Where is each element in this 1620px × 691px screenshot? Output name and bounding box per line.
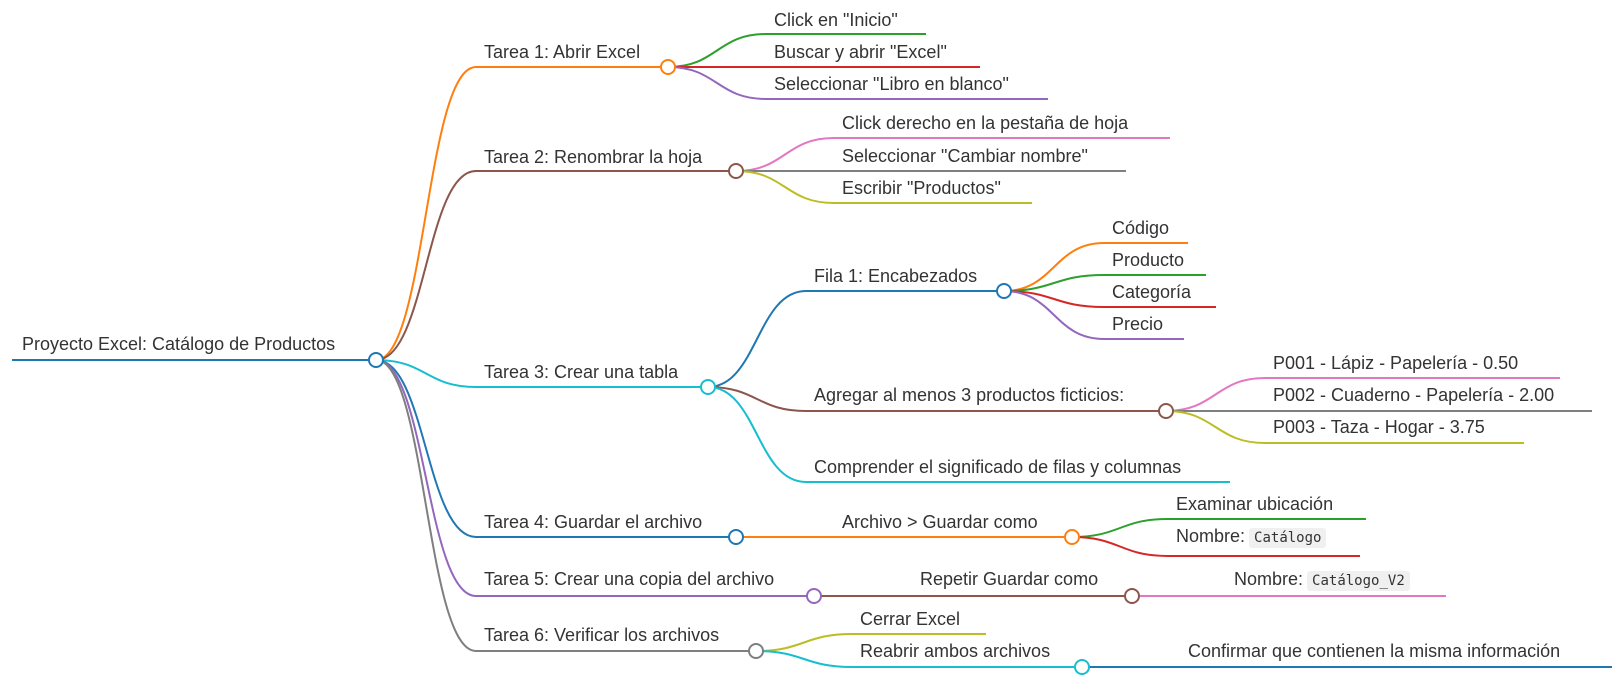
task-4-filename-label: Nombre: [1176,526,1246,546]
task-2-label: Tarea 2: Renombrar la hoja [484,147,703,167]
task-4-save-as-junction-circle [1064,529,1080,545]
task-6-label: Tarea 6: Verificar los archivos [484,625,720,645]
task-4-save-as-connector-2 [1071,536,1169,557]
connector-root-task-4 [375,359,477,538]
connector-root-task-6 [375,359,477,652]
task-3-headers-connector-1 [1003,242,1105,292]
task-1-step-3: Seleccionar "Libro en blanco" [774,74,1009,94]
connector-root-task-2 [375,170,477,361]
task-3-headers-connector-4 [1003,290,1105,340]
header-precio: Precio [1112,314,1164,334]
connector-root-task-1 [375,66,477,361]
task-3-connector-2 [707,386,807,412]
task-6-connector-1 [755,633,853,652]
task-2-step-1: Click derecho en la pestaña de hoja [842,113,1129,133]
task-3-products-connector-3 [1165,410,1266,444]
task-6-reopen-junction-circle [1074,659,1090,675]
task-3-products-connector-1 [1165,377,1266,412]
task-4-browse-location: Examinar ubicación [1176,494,1334,514]
task-3-connector-3 [707,386,807,483]
task-3-products-label: Agregar al menos 3 productos ficticios: [814,385,1125,405]
product-p001: P001 - Lápiz - Papelería - 0.50 [1273,353,1519,373]
task-1-label: Tarea 1: Abrir Excel [484,42,641,62]
header-producto: Producto [1112,250,1185,270]
task-4-filename: Nombre:Catálogo [1176,525,1327,549]
task-5-label: Tarea 5: Crear una copia del archivo [484,569,775,589]
product-p003: P003 - Taza - Hogar - 3.75 [1273,417,1485,437]
task-4-label: Tarea 4: Guardar el archivo [484,512,703,532]
task-2-step-2: Seleccionar "Cambiar nombre" [842,146,1088,166]
task-4-junction-circle [728,529,744,545]
task-2-step-3: Escribir "Productos" [842,178,1001,198]
task-3-junction-circle [700,379,716,395]
task-6-reopen-label: Reabrir ambos archivos [860,641,1051,661]
task-2-connector-3 [735,170,835,204]
task-2-connector-1 [735,137,835,172]
task-3-label: Tarea 3: Crear una tabla [484,362,679,382]
task-1-connector-1 [667,33,767,68]
task-3-headers-connector-2 [1003,274,1105,292]
root-junction-circle [368,352,384,368]
connector-root-task-3 [375,359,477,388]
task-3-products-junction-circle [1158,403,1174,419]
task-3-connector-1 [707,290,807,388]
task-5-junction-circle [806,588,822,604]
header-categoria: Categoría [1112,282,1192,302]
task-6-confirm-label: Confirmar que contienen la misma informa… [1188,641,1561,661]
task-3-headers-junction-circle [996,283,1012,299]
task-6-junction-circle [748,643,764,659]
product-p002: P002 - Cuaderno - Papelería - 2.00 [1273,385,1555,405]
task-6-close-excel: Cerrar Excel [860,609,961,629]
task-4-filename-code: Catálogo [1249,528,1327,548]
task-5-repeat-junction-circle [1124,588,1140,604]
task-3-understand-label: Comprender el significado de filas y col… [814,457,1182,477]
task-1-junction-circle [660,59,676,75]
root-node-label: Proyecto Excel: Catálogo de Productos [22,334,336,354]
task-1-step-2: Buscar y abrir "Excel" [774,42,947,62]
header-codigo: Código [1112,218,1170,238]
task-2-junction-circle [728,163,744,179]
task-5-filename-label: Nombre: [1234,569,1304,589]
connector-root-task-5 [375,359,477,597]
task-1-step-1: Click en "Inicio" [774,10,898,30]
task-4-save-as-connector-1 [1071,518,1169,538]
task-4-save-as-label: Archivo > Guardar como [842,512,1038,532]
task-5-repeat-label: Repetir Guardar como [920,569,1099,589]
task-1-connector-3 [667,66,767,100]
task-3-headers-label: Fila 1: Encabezados [814,266,978,286]
task-6-connector-2 [755,650,853,668]
task-5-filename-code: Catálogo_V2 [1307,571,1410,591]
task-5-filename: Nombre:Catálogo_V2 [1234,568,1410,592]
